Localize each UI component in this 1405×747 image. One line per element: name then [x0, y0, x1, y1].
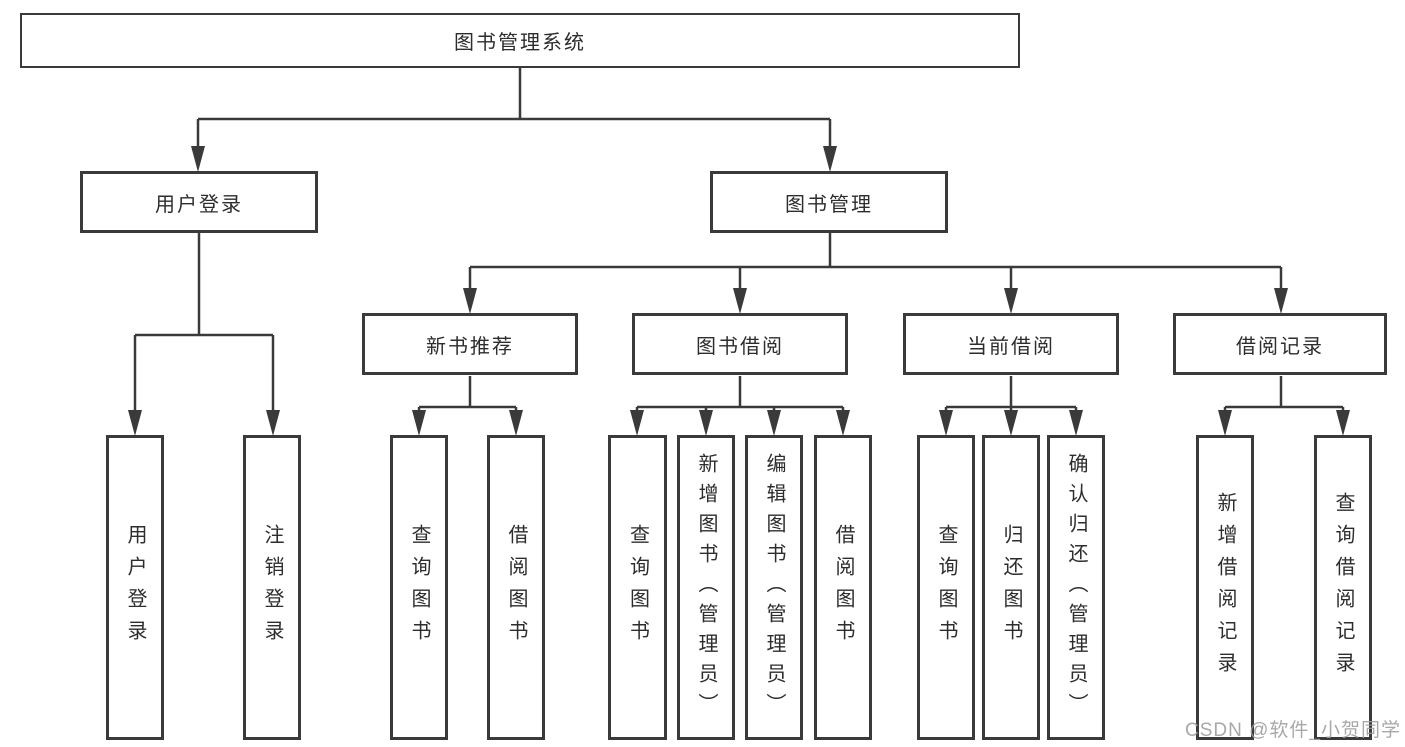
arrowhead-icon [1218, 410, 1232, 436]
node-new-book-recommend: 新书推荐 [362, 313, 578, 375]
leaf-cb-return-books: 归还图书 [982, 435, 1040, 740]
leaf-cb-query-books: 查询图书 [917, 435, 975, 740]
leaf-br-add-record: 新增借阅记录 [1196, 435, 1254, 740]
node-book-management: 图书管理 [710, 171, 948, 233]
arrowhead-icon [1004, 288, 1018, 314]
arrowhead-icon [1004, 410, 1018, 436]
leaf-br-query-record: 查询借阅记录 [1314, 435, 1372, 740]
leaf-user-login: 用户登录 [106, 435, 164, 740]
arrowhead-icon [1336, 410, 1350, 436]
arrowhead-icon [509, 410, 523, 436]
arrowhead-icon [630, 410, 644, 436]
arrowhead-icon [699, 410, 713, 436]
leaf-nbr-borrow-books: 借阅图书 [487, 435, 545, 740]
arrowhead-icon [1069, 410, 1083, 436]
node-user-login: 用户登录 [80, 171, 318, 233]
leaf-bb-query-books: 查询图书 [608, 435, 667, 740]
leaf-bb-edit-books-admin: 编辑图书（管理员） [745, 435, 803, 740]
leaf-cb-confirm-return-admin: 确认归还（管理员） [1047, 435, 1105, 740]
arrowhead-icon [733, 288, 747, 314]
node-book-borrow: 图书借阅 [632, 313, 848, 375]
arrowhead-icon [836, 410, 850, 436]
arrowhead-icon [412, 410, 426, 436]
arrowhead-icon [128, 410, 142, 436]
arrowhead-icon [939, 410, 953, 436]
arrowhead-icon [823, 146, 837, 172]
csdn-watermark: CSDN @软件_小贺同学 [1185, 720, 1401, 741]
node-borrow-records: 借阅记录 [1173, 313, 1387, 375]
node-current-borrow: 当前借阅 [903, 313, 1119, 375]
arrowhead-icon [191, 146, 205, 172]
arrowhead-icon [767, 410, 781, 436]
node-root: 图书管理系统 [20, 13, 1020, 68]
leaf-logout: 注销登录 [243, 435, 301, 740]
leaf-nbr-query-books: 查询图书 [390, 435, 448, 740]
leaf-bb-borrow-books: 借阅图书 [814, 435, 872, 740]
leaf-bb-add-books-admin: 新增图书（管理员） [677, 435, 735, 740]
arrowhead-icon [463, 288, 477, 314]
arrowhead-icon [266, 410, 280, 436]
arrowhead-icon [1274, 288, 1288, 314]
